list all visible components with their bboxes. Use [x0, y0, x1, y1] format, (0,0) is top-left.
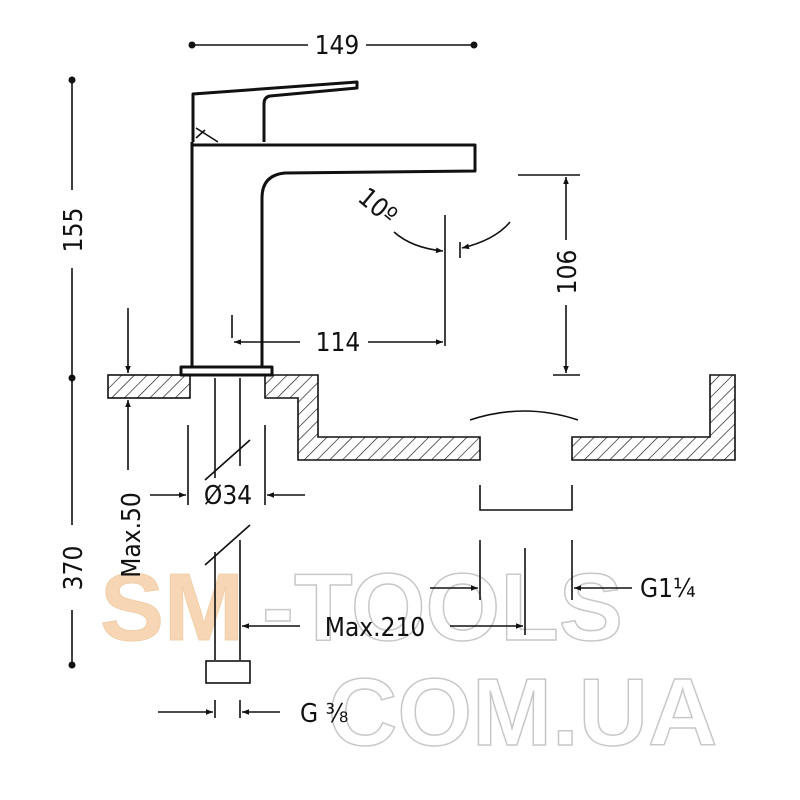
watermark-tools: -TOOLS	[262, 554, 623, 661]
dimension-left-vertical: 155 370	[59, 76, 89, 669]
watermark: SM -TOOLS COM.UA	[100, 553, 719, 767]
dimension-diameter-34: Ø34	[150, 425, 305, 511]
dimension-label-max-50: Max.50	[117, 492, 147, 578]
watermark-sm: SM	[100, 554, 244, 661]
dimension-drain-thread: G1¼	[430, 540, 696, 635]
dimension-label-diameter-34: Ø34	[204, 481, 252, 511]
dimension-149: 149	[188, 31, 478, 61]
faucet-outline	[179, 80, 477, 377]
dimension-label-106: 106	[553, 250, 583, 295]
dimension-label-g1-1-4: G1¼	[640, 574, 696, 604]
dimension-106: 106	[518, 174, 583, 376]
dimension-label-155: 155	[59, 208, 89, 253]
dimension-max-210: Max.210	[242, 613, 523, 643]
dimension-label-149: 149	[315, 31, 360, 61]
dimension-angle: 10º	[352, 182, 511, 258]
dimension-supply-thread: G ⅜	[158, 699, 348, 729]
supply-hoses	[204, 378, 251, 684]
dimension-max-50: Max.50	[117, 308, 147, 578]
dimension-label-max-210: Max.210	[325, 613, 425, 643]
dimension-label-10-degrees: 10º	[352, 182, 403, 231]
dimension-label-370: 370	[59, 546, 89, 591]
watermark-com-ua: COM.UA	[328, 659, 717, 766]
dimension-label-114: 114	[316, 328, 361, 358]
dimension-label-g-3-8: G ⅜	[300, 699, 348, 729]
countertop-section	[107, 374, 736, 511]
dimension-114: 114	[231, 215, 446, 358]
